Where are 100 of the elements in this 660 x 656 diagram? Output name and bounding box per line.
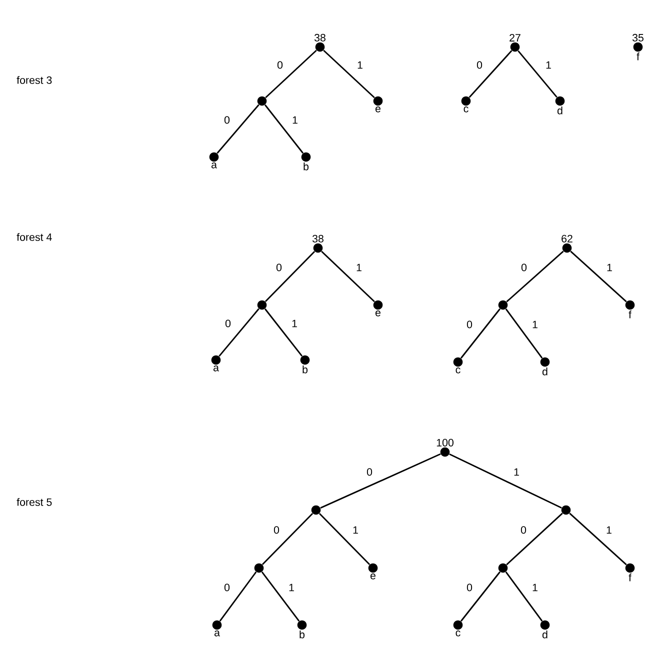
leaf-label: b (302, 366, 308, 374)
tree-node-dot (313, 243, 323, 253)
edge-label: 1 (606, 526, 612, 534)
edge-label: 1 (532, 320, 538, 328)
tree-node-dot (440, 447, 450, 457)
tree-node-dot (461, 96, 471, 106)
tree-branch (460, 571, 501, 622)
tree-branch (569, 512, 627, 566)
tree-node-dot (561, 505, 571, 515)
edge-label: 1 (353, 526, 358, 534)
tree-node-dot (625, 563, 635, 573)
tree-branch (518, 50, 558, 98)
leaf-label: c (456, 368, 460, 374)
tree-node-dot (301, 152, 311, 162)
tree-branch (468, 50, 512, 98)
edge-label: 1 (358, 61, 362, 69)
leaf-label: e (370, 574, 376, 580)
weight-label: 38 (312, 234, 324, 242)
tree-branch (320, 453, 441, 509)
edge-label: 0 (277, 61, 283, 69)
leaf-label: d (542, 630, 548, 638)
tree-node-dot (211, 355, 221, 365)
edge-label: 1 (356, 264, 362, 272)
weight-label: 38 (314, 34, 326, 42)
tree-node-dot (254, 563, 264, 573)
tree-node-dot (633, 42, 643, 52)
forest-label: forest 5 (16, 498, 52, 506)
edge-label: 0 (224, 584, 230, 592)
edge-label: 0 (521, 264, 527, 272)
tree-node-dot (373, 300, 383, 310)
tree-node-dot (300, 355, 310, 365)
weight-label: 62 (562, 234, 572, 242)
tree-branch (506, 250, 564, 302)
weight-label: 100 (436, 438, 454, 446)
edge-label: 0 (466, 584, 472, 592)
edge-label: 0 (520, 526, 526, 534)
tree-node-dot (540, 620, 550, 630)
edge-label: 1 (292, 116, 298, 124)
edge-label: 0 (366, 468, 372, 476)
tree-node-dot (562, 243, 572, 253)
tree-branch (505, 308, 543, 358)
tree-node-dot (257, 300, 267, 310)
leaf-label: f (628, 574, 632, 582)
leaf-label: f (636, 52, 640, 60)
leaf-label: d (542, 368, 548, 376)
weight-label: 35 (632, 34, 644, 42)
tree-node-dot (373, 96, 383, 106)
leaf-label: e (376, 106, 380, 112)
tree-node-dot (315, 42, 325, 52)
tree-branch (318, 513, 370, 565)
tree-node-dot (453, 357, 463, 367)
leaf-label: f (628, 310, 632, 318)
edge-label: 1 (532, 584, 538, 592)
forest-label: forest 3 (16, 76, 52, 84)
tree-node-dot (368, 563, 378, 573)
tree-node-dot (212, 620, 222, 630)
tree-branch (264, 251, 316, 302)
leaf-label: b (304, 162, 309, 170)
tree-branch (264, 104, 304, 154)
tree-node-dot (257, 96, 267, 106)
tree-node-dot (540, 357, 550, 367)
tree-branch (265, 50, 317, 98)
tree-branch (505, 572, 543, 622)
tree-branch (219, 572, 257, 622)
tree-node-dot (297, 620, 307, 630)
tree-node-dot (510, 42, 520, 52)
tree-node-dot (498, 300, 508, 310)
tree-branch (218, 308, 260, 357)
edge-label: 1 (607, 264, 612, 272)
tree-branch (261, 572, 300, 622)
tree-branch (506, 512, 563, 566)
edge-label: 1 (514, 468, 519, 476)
tree-branch (264, 308, 303, 357)
tree-branch (449, 453, 562, 509)
edge-label: 0 (225, 320, 231, 328)
weight-label: 27 (510, 34, 520, 42)
leaf-label: c (456, 630, 460, 636)
leaf-label: a (214, 630, 220, 636)
edge-label: 0 (274, 526, 280, 534)
edge-label: 0 (466, 320, 472, 328)
tree-branch (323, 50, 375, 98)
edge-label: 1 (292, 320, 297, 328)
edge-label: 0 (476, 61, 482, 69)
tree-node-dot (209, 152, 219, 162)
tree-branch (321, 250, 375, 302)
leaf-label: a (212, 162, 217, 168)
leaf-label: e (376, 310, 380, 316)
edge-label: 0 (224, 116, 230, 124)
tree-branch (216, 104, 260, 154)
leaf-label: d (557, 106, 562, 114)
forest-label: forest 4 (16, 233, 52, 241)
tree-node-dot (555, 96, 565, 106)
leaf-label: b (300, 630, 305, 638)
tree-node-dot (625, 300, 635, 310)
tree-branch (460, 308, 501, 359)
tree-branch (570, 250, 627, 302)
leaf-label: c (464, 106, 468, 112)
leaf-label: a (214, 366, 219, 372)
edge-label: 1 (546, 61, 551, 69)
tree-node-dot (498, 563, 508, 573)
